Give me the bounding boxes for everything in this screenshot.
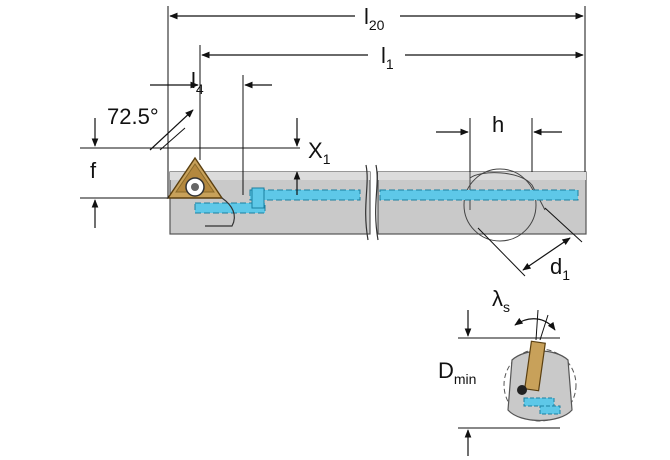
dimension-h: h	[436, 112, 562, 137]
dimension-l1: l1	[201, 43, 584, 72]
svg-text:X1: X1	[308, 138, 331, 167]
x1-label: X	[308, 138, 323, 163]
svg-text:l1: l1	[381, 43, 394, 72]
end-view	[503, 340, 577, 422]
l20-label: l	[364, 4, 369, 29]
dimension-x1: X1	[293, 118, 331, 195]
dimension-d1: d1	[477, 207, 583, 283]
dmin-label: D	[438, 358, 454, 383]
x1-subscript: 1	[323, 151, 331, 167]
svg-text:l4: l4	[191, 68, 204, 97]
dimension-angle: 72.5°	[107, 104, 194, 151]
h-label: h	[492, 112, 504, 137]
svg-text:l20: l20	[364, 4, 385, 33]
extension-lines	[80, 6, 586, 199]
dmin-subscript: min	[454, 371, 477, 387]
svg-text:d1: d1	[550, 254, 570, 283]
dimension-f: f	[90, 118, 99, 228]
dimension-l20: l20	[169, 4, 584, 33]
lambda-s-subscript: s	[503, 299, 510, 315]
dimension-dmin: Dmin	[438, 310, 560, 456]
svg-text:λs: λs	[492, 286, 510, 315]
f-label: f	[90, 158, 97, 183]
tool-shank	[169, 164, 587, 242]
angle-label: 72.5°	[107, 104, 159, 129]
d1-subscript: 1	[562, 267, 570, 283]
d1-label: d	[550, 254, 562, 279]
dimension-lambda-s: λs	[492, 286, 556, 341]
l1-subscript: 1	[386, 56, 394, 72]
l20-subscript: 20	[369, 17, 385, 33]
dimension-l4: l4	[150, 68, 272, 97]
l4-subscript: 4	[196, 81, 204, 97]
svg-text:Dmin: Dmin	[438, 358, 476, 387]
l4-label: l	[191, 68, 196, 93]
cutting-insert	[166, 156, 235, 227]
coolant-channel	[194, 187, 579, 214]
l1-label: l	[381, 43, 386, 68]
lambda-s-label: λ	[492, 286, 503, 311]
